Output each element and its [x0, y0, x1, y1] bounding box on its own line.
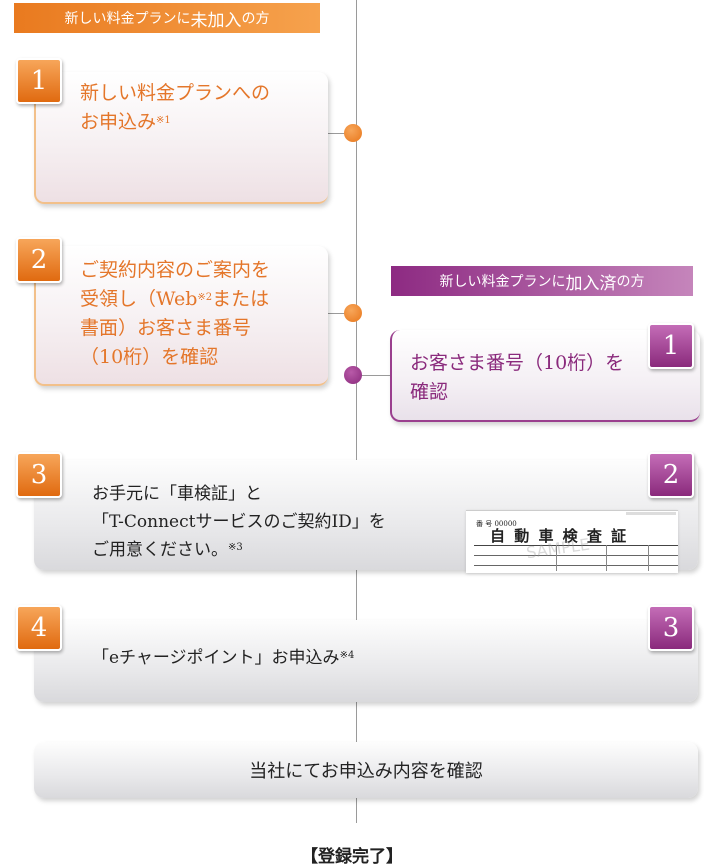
right-step-number-3: 3	[648, 605, 694, 651]
doc-rule-top	[474, 545, 678, 546]
doc-title: 自 動 車 検 査 証	[490, 527, 629, 545]
doc-rule-mid	[474, 555, 678, 556]
doc-number: 番 号 00000	[476, 520, 517, 528]
step-number-4: 4	[16, 605, 62, 651]
confirm-card	[34, 742, 698, 798]
banner-joined: 新しい料金プランに加入済の方	[391, 266, 693, 296]
doc-col-3	[648, 545, 649, 571]
step-number-1: 1	[16, 58, 62, 104]
connector-step2	[328, 313, 356, 314]
right-step-number-1: 1	[648, 323, 694, 369]
step-text-4: 「eチャージポイント」お申込み※4	[92, 648, 355, 668]
registration-complete: 【登録完了】	[301, 847, 403, 867]
step-number-3: 3	[16, 452, 62, 498]
doc-col-1	[556, 545, 557, 571]
doc-col-2	[606, 545, 607, 571]
timeline-dot-step1	[344, 124, 362, 142]
doc-rule-bottom	[474, 565, 678, 566]
step-number-2: 2	[16, 237, 62, 283]
timeline-dot-step2	[344, 304, 362, 322]
step-text-1: 新しい料金プランへの お申込み※1	[80, 82, 271, 133]
step-text-2: ご契約内容のご案内を 受領し（Web※2または 書面）お客さま番号 （10桁）を…	[80, 259, 271, 368]
step-text-3: お手元に「車検証」と 「T-Connectサービスのご契約ID」を ご用意くださ…	[92, 484, 386, 560]
timeline-main-line	[356, 0, 357, 823]
step-card-2	[34, 246, 328, 386]
step-card-1	[34, 72, 328, 204]
right-step-text-1: お客さま番号（10桁）を 確認	[410, 352, 625, 403]
right-step-number-2: 2	[648, 452, 694, 498]
banner-not-joined: 新しい料金プランに未加入の方	[14, 3, 320, 33]
confirm-text: 当社にてお申込み内容を確認	[249, 761, 483, 782]
vehicle-certificate-image: 番 号 00000 自 動 車 検 査 証 SAMPLE	[466, 510, 678, 573]
connector-right-step1	[356, 375, 390, 376]
connector-step1	[328, 133, 356, 134]
timeline-dot-right-step1	[344, 366, 362, 384]
doc-top-bar	[626, 512, 676, 515]
step-card-4	[34, 620, 698, 702]
